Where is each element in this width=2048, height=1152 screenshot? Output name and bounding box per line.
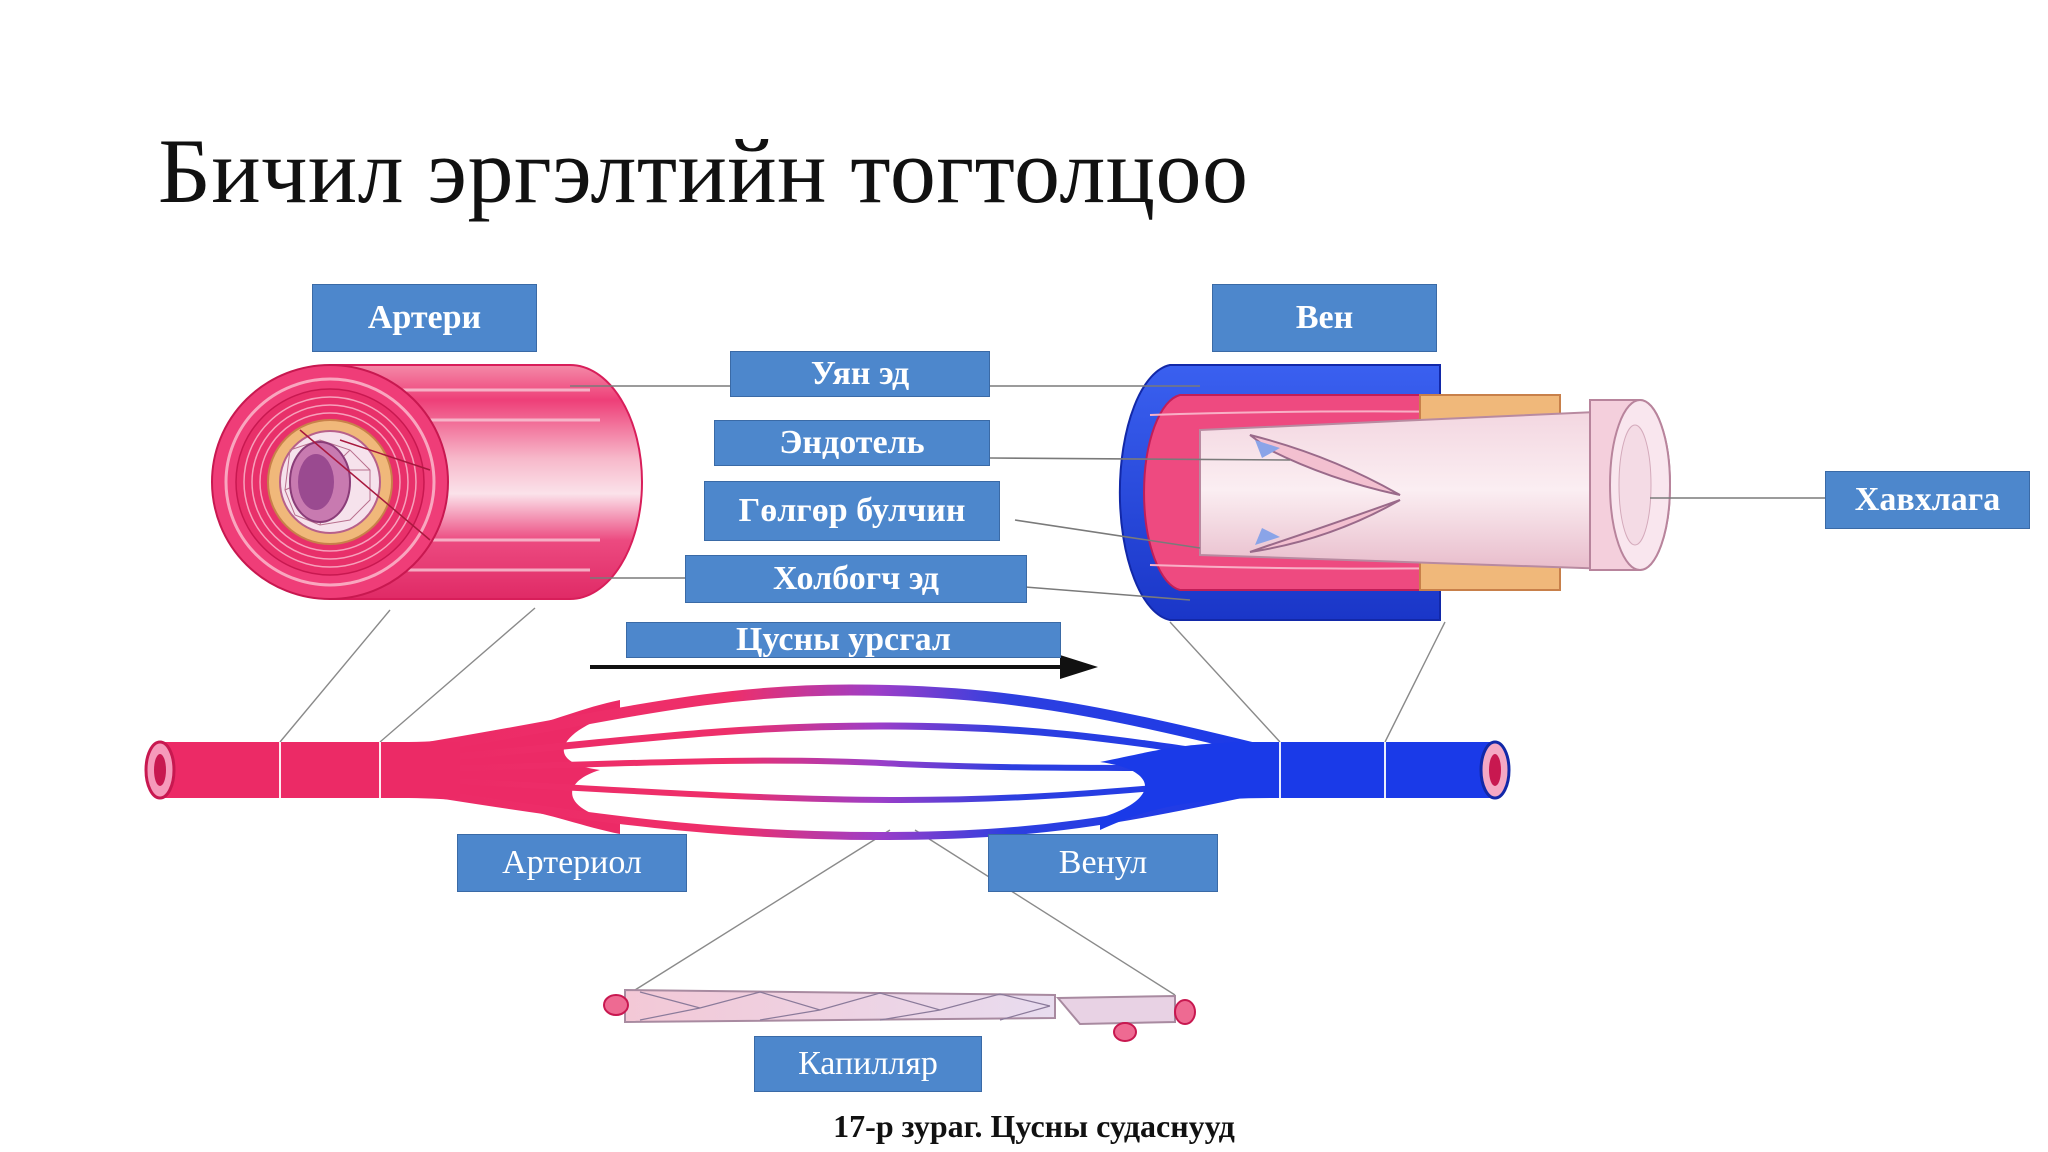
label-connective-tissue: Холбогч эд bbox=[685, 555, 1027, 603]
vein-illustration bbox=[1118, 364, 1671, 621]
figure-caption: 17-р зураг. Цусны судаснууд bbox=[833, 1108, 1235, 1144]
label-elastic-tissue: Уян эд bbox=[730, 351, 990, 397]
label-venule: Венул bbox=[988, 834, 1218, 892]
label-endothelium: Эндотель bbox=[714, 420, 990, 466]
label-artery: Артери bbox=[312, 284, 537, 352]
blood-flow-arrow bbox=[590, 655, 1098, 679]
artery-illustration bbox=[211, 364, 643, 600]
capillary-illustration bbox=[603, 988, 1196, 1042]
slide-title: Бичил эргэлтийн тогтолцоо bbox=[158, 120, 1249, 222]
label-capillary: Капилляр bbox=[754, 1036, 982, 1092]
label-vein: Вен bbox=[1212, 284, 1437, 352]
leader-lines bbox=[570, 385, 1825, 601]
label-valve: Хавхлага bbox=[1825, 471, 2030, 529]
zoom-guides bbox=[279, 607, 1446, 996]
label-blood-flow: Цусны урсгал bbox=[626, 621, 1061, 658]
label-arteriole: Артериол bbox=[457, 834, 687, 892]
label-smooth-muscle: Гөлгөр булчин bbox=[704, 481, 1000, 541]
vessel-network bbox=[144, 684, 1511, 841]
